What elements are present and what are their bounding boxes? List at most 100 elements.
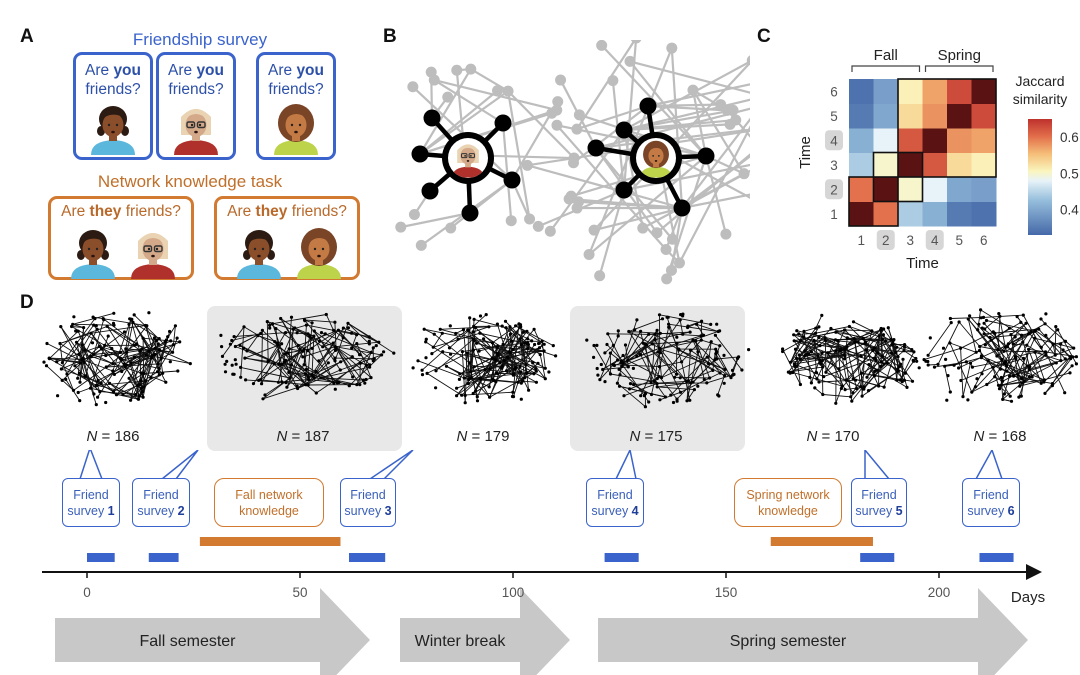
network-node	[488, 395, 492, 399]
network-node	[1053, 353, 1057, 357]
network-node	[809, 381, 814, 385]
network-node	[347, 384, 351, 388]
network-node	[979, 354, 984, 358]
heatmap-cell-2-3	[898, 177, 923, 202]
network-node	[980, 372, 984, 376]
network-node	[331, 341, 335, 345]
network-node	[112, 372, 116, 376]
network-edge	[244, 357, 275, 365]
heatmap-cell-3-5	[947, 152, 972, 178]
peripheral-node	[666, 233, 678, 245]
network-node	[478, 314, 483, 318]
network-edge	[835, 338, 883, 341]
network-edge	[466, 352, 502, 369]
network-edge	[882, 338, 912, 351]
network-node	[627, 329, 631, 334]
network-node	[121, 393, 125, 397]
network-node	[238, 343, 242, 347]
network-edge	[512, 366, 521, 393]
network-node	[239, 375, 243, 379]
network-node	[673, 375, 677, 379]
network-edge	[132, 322, 160, 339]
network-node	[902, 349, 906, 353]
network-edge	[670, 356, 708, 396]
network-edge	[459, 357, 493, 375]
network-node	[338, 368, 342, 372]
peripheral-edge	[629, 60, 750, 94]
network-edge	[347, 322, 395, 354]
n-symbol: N	[276, 428, 288, 445]
network-node	[1054, 361, 1058, 365]
network-edge	[977, 309, 982, 330]
network-node	[516, 380, 520, 384]
network-node	[896, 369, 900, 373]
network-node	[521, 330, 526, 334]
network-edge	[853, 338, 862, 387]
peripheral-node	[502, 85, 514, 97]
card-question: Are they friends?	[51, 202, 191, 221]
network-edge	[59, 343, 84, 359]
network-edge	[461, 391, 513, 396]
peripheral-node	[552, 96, 564, 108]
network-edge	[446, 365, 461, 375]
peripheral-edge	[595, 147, 674, 240]
peripheral-node	[637, 222, 649, 234]
avatar-blonde-glasses-red-shirt	[452, 144, 484, 178]
network-node	[139, 386, 143, 390]
network-node	[71, 322, 75, 326]
peripheral-edge	[506, 90, 531, 220]
network-node	[508, 325, 512, 329]
bubble-line2: survey	[67, 504, 108, 518]
network-node	[534, 369, 538, 373]
network-node	[77, 352, 81, 356]
network-node	[961, 395, 965, 399]
network-size-label-5: N = 170	[773, 428, 893, 445]
network-node	[542, 342, 546, 346]
network-node	[155, 338, 159, 343]
network-node	[272, 362, 276, 366]
network-node	[242, 346, 246, 350]
network-edge	[305, 350, 336, 386]
network-node	[793, 364, 797, 368]
network-node	[991, 365, 995, 369]
network-edge	[852, 352, 897, 380]
network-node	[1016, 373, 1020, 377]
network-node	[692, 388, 697, 392]
survey-period-bar-5	[860, 553, 895, 562]
avatar-dark-hair-blue-shirt	[71, 230, 115, 279]
network-node	[132, 343, 136, 347]
network-edge	[640, 331, 644, 344]
network-node	[127, 376, 131, 380]
network-node	[949, 321, 953, 325]
network-edge	[644, 343, 652, 383]
heatmap-cell-3-4	[922, 152, 948, 178]
peripheral-node	[661, 273, 673, 285]
network-node	[495, 345, 499, 349]
network-edge	[696, 324, 704, 336]
network-node	[71, 388, 76, 392]
network-node	[647, 400, 651, 404]
network-node	[622, 394, 626, 398]
network-node	[45, 341, 49, 346]
network-node	[434, 386, 438, 390]
network-node	[880, 354, 885, 358]
network-node	[897, 365, 902, 369]
network-node	[319, 376, 323, 380]
network-node	[284, 331, 288, 335]
avatar-dark-hair-blue-shirt	[237, 230, 281, 279]
network-node	[448, 324, 452, 328]
network-node	[821, 392, 825, 397]
network-node	[551, 344, 555, 348]
network-node	[188, 362, 192, 366]
network-edge	[972, 358, 1016, 368]
network-node	[643, 405, 648, 409]
network-node	[1019, 394, 1023, 398]
network-node	[936, 362, 940, 366]
network-node	[326, 361, 330, 365]
network-node	[870, 329, 874, 333]
network-node	[74, 329, 78, 333]
network-node	[142, 385, 146, 389]
peripheral-edge	[681, 169, 750, 209]
network-edge	[347, 322, 370, 345]
survey-number: 4	[631, 504, 639, 518]
